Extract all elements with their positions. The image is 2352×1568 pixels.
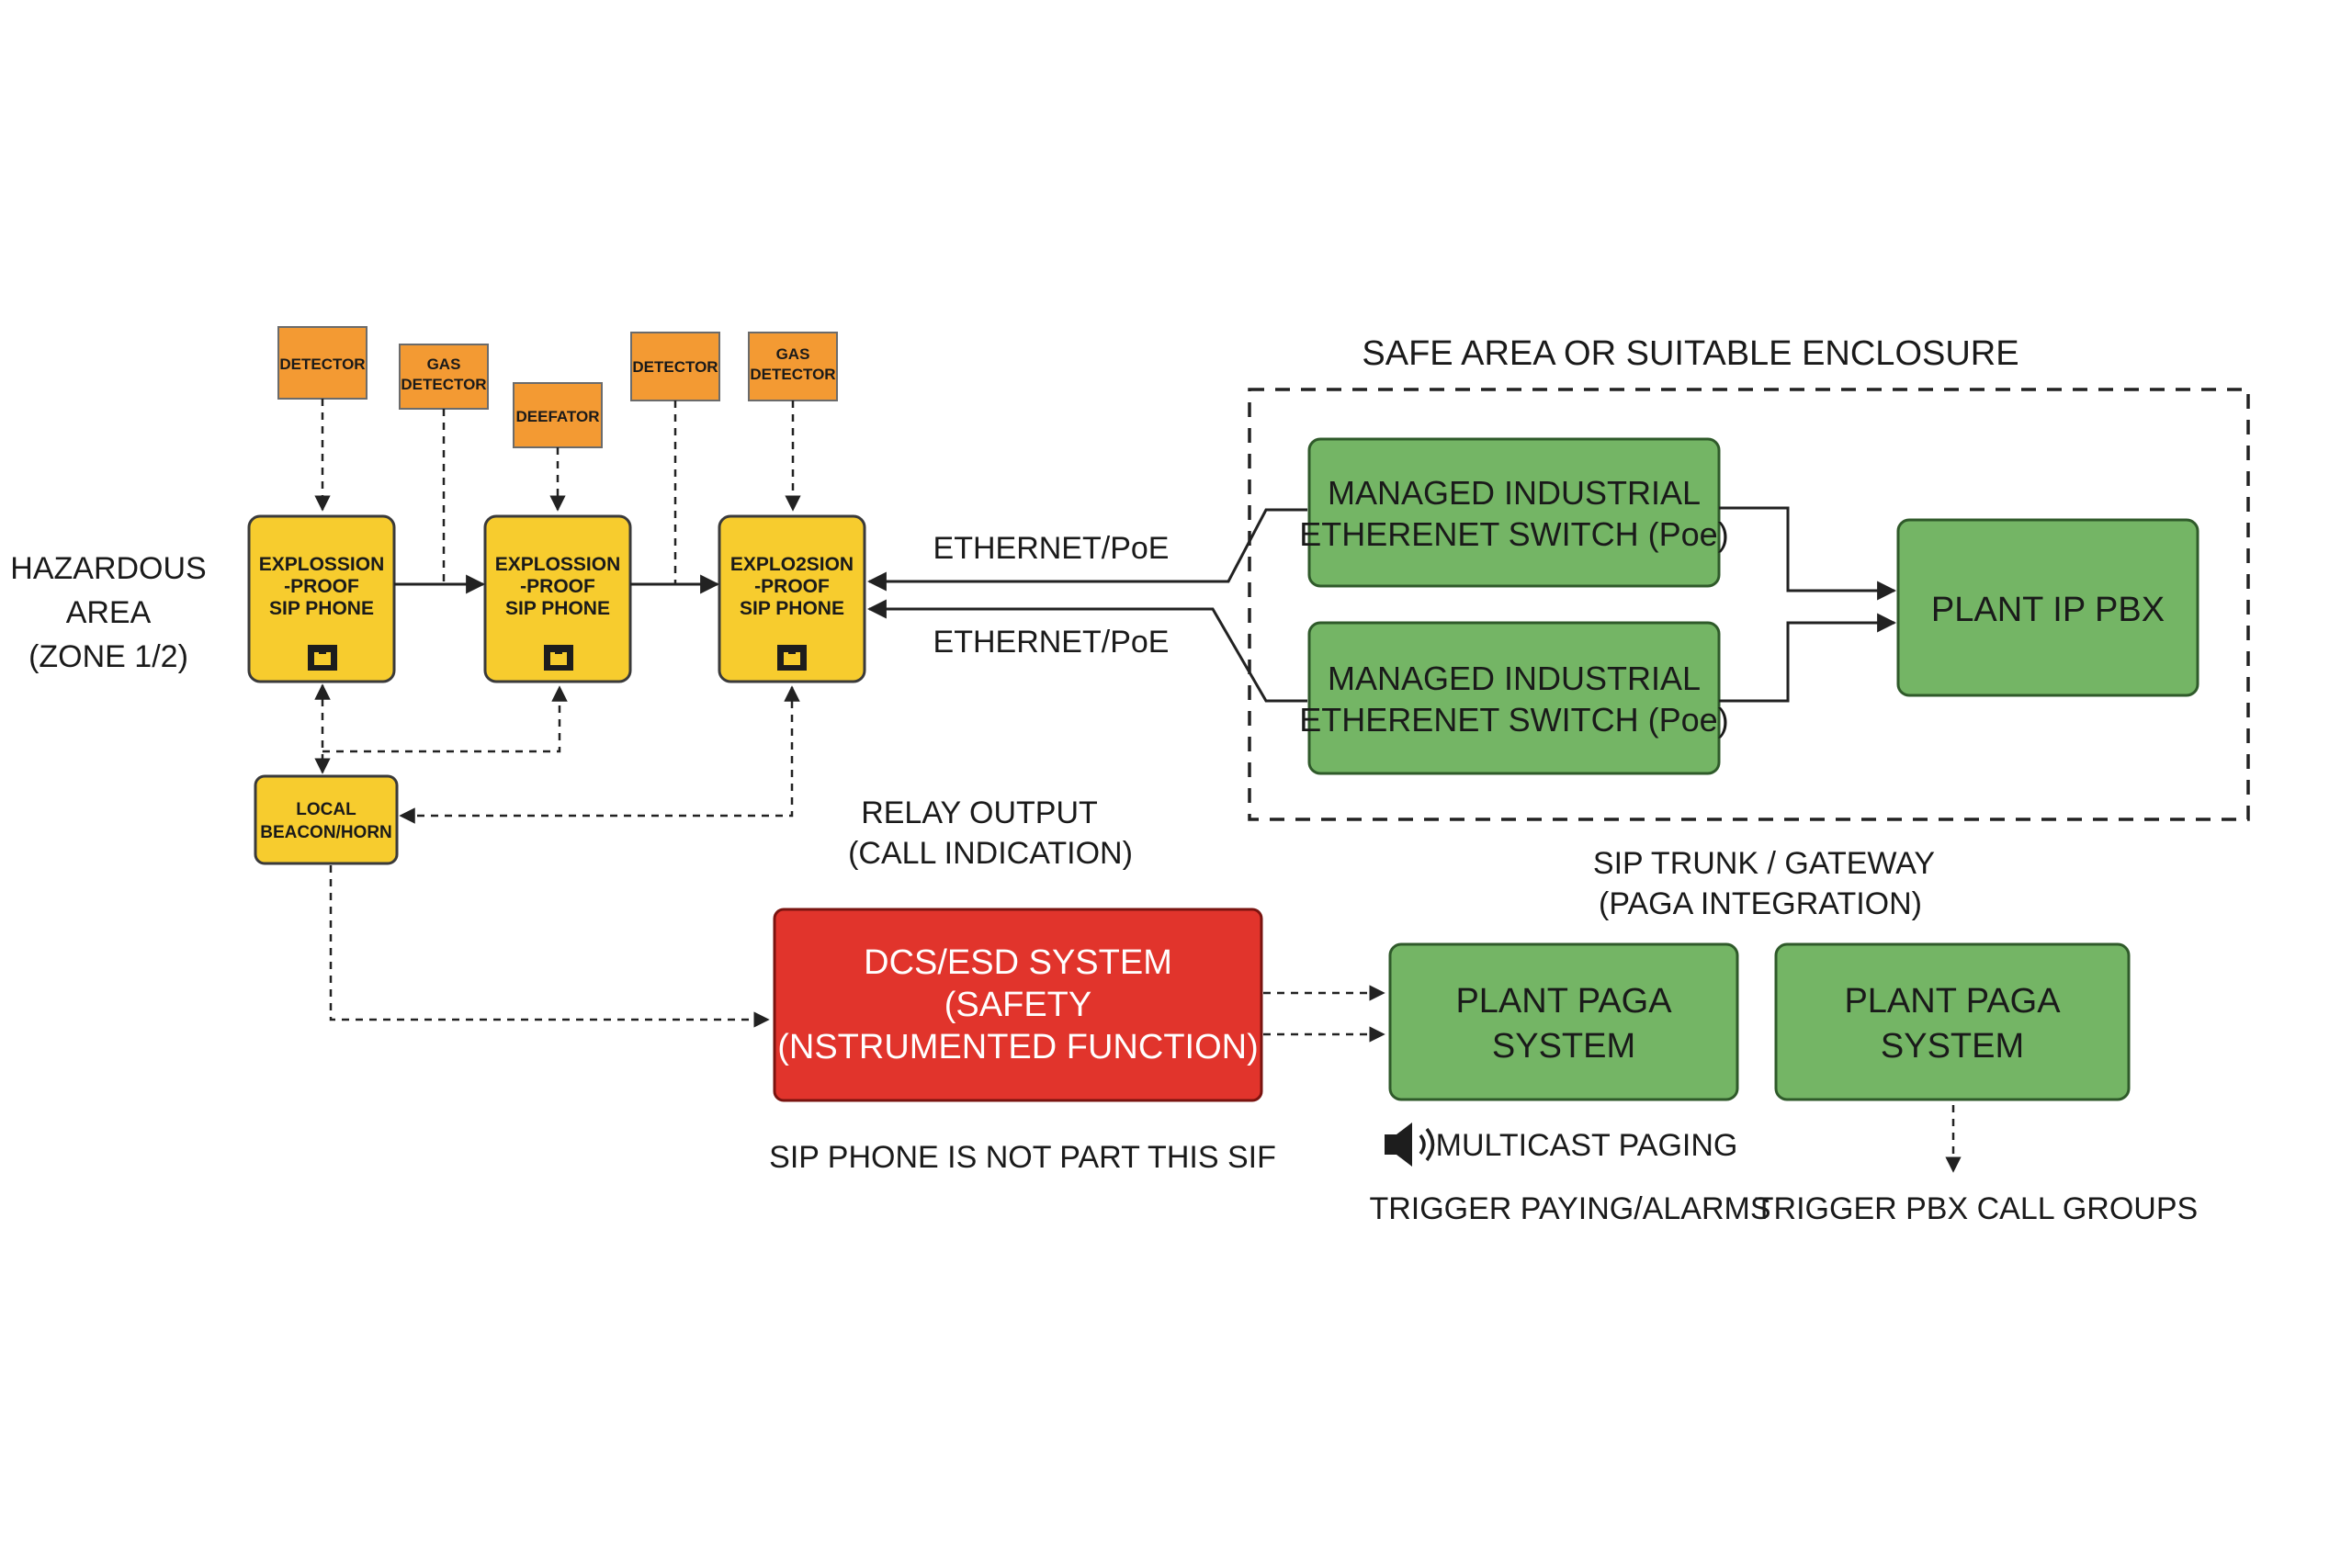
network-port-icon bbox=[544, 645, 573, 671]
switch2-pbx-link bbox=[1719, 613, 1897, 703]
beacon-line2: BEACON/HORN bbox=[260, 823, 392, 842]
hazardous-area-line2: AREA bbox=[66, 595, 152, 630]
paga-1-line2: SYSTEM bbox=[1492, 1027, 1635, 1066]
dcs-esd-system: DCS/ESD SYSTEM (SAFETY (NSTRUMENTED FUNC… bbox=[773, 908, 1263, 1102]
sip-trunk-line1: SIP TRUNK / GATEWAY bbox=[1593, 846, 1935, 881]
ethernet-label-top: ETHERNET/PoE bbox=[933, 531, 1170, 566]
relay-output-line1: RELAY OUTPUT bbox=[861, 795, 1098, 830]
sip-phone-1-line3: SIP PHONE bbox=[269, 598, 374, 619]
sip-phone-2: EXPLOSSION -PROOF SIP PHONE bbox=[483, 514, 632, 683]
relay-output-line2: (CALL INDICATION) bbox=[848, 836, 1133, 871]
paga-2-line2: SYSTEM bbox=[1881, 1027, 2024, 1066]
managed-switch-1: MANAGED INDUSTRIAL ETHERENET SWITCH (Poe… bbox=[1299, 437, 1729, 588]
network-port-icon bbox=[308, 645, 337, 671]
sif-note: SIP PHONE IS NOT PART THIS SIF bbox=[769, 1140, 1276, 1175]
sip-phone-3-line2: -PROOF bbox=[754, 576, 830, 597]
phone2-beacon-link bbox=[322, 685, 568, 753]
sip-phone-3: EXPLO2SION -PROOF SIP PHONE bbox=[718, 514, 866, 683]
detector-2: GAS DETECTOR bbox=[399, 344, 489, 410]
detector-2-label-1: GAS bbox=[427, 355, 461, 373]
dcs-line3: (NSTRUMENTED FUNCTION) bbox=[777, 1028, 1259, 1066]
switch-1-line1: MANAGED INDUSTRIAL bbox=[1328, 474, 1701, 512]
ethernet-link-bottom bbox=[866, 599, 1307, 703]
safe-area-enclosure bbox=[1248, 388, 2250, 821]
paga-2-line1: PLANT PAGA bbox=[1844, 982, 2061, 1021]
multicast-paging-label: MULTICAST PAGING bbox=[1436, 1128, 1738, 1163]
sip-phone-1-line2: -PROOF bbox=[284, 576, 359, 597]
phone3-beacon-link bbox=[399, 685, 800, 824]
sip-trunk-line2: (PAGA INTEGRATION) bbox=[1599, 886, 1922, 921]
detector-5-label-1: GAS bbox=[776, 345, 810, 363]
detector-2-label-2: DETECTOR bbox=[401, 376, 486, 393]
plant-ip-pbx: PLANT IP PBX bbox=[1896, 518, 2199, 697]
dcs-line2: (SAFETY bbox=[944, 986, 1091, 1024]
hazardous-area-line3: (ZONE 1/2) bbox=[28, 639, 188, 674]
paga-1-line1: PLANT PAGA bbox=[1455, 982, 1672, 1021]
detector-3: DEEFATOR bbox=[513, 382, 603, 448]
ethernet-link-top bbox=[866, 508, 1307, 592]
beacon-line1: LOCAL bbox=[296, 800, 356, 819]
sip-phone-2-line1: EXPLOSSION bbox=[495, 554, 621, 575]
hazardous-area-label: HAZARDOUS AREA (ZONE 1/2) bbox=[10, 551, 206, 674]
enclosure-title: SAFE AREA OR SUITABLE ENCLOSURE bbox=[1362, 334, 2018, 373]
hazardous-area-line1: HAZARDOUS bbox=[10, 551, 206, 586]
sip-phone-2-line2: -PROOF bbox=[520, 576, 595, 597]
beacon-dcs-link bbox=[329, 865, 770, 1028]
switch1-pbx-link bbox=[1719, 506, 1897, 601]
sip-phone-3-line3: SIP PHONE bbox=[740, 598, 844, 619]
sip-phone-2-line3: SIP PHONE bbox=[505, 598, 610, 619]
plant-paga-system-2: PLANT PAGA SYSTEM bbox=[1774, 942, 2131, 1101]
switch-1-line2: ETHERENET SWITCH (Poe) bbox=[1299, 515, 1728, 553]
ethernet-label-bottom: ETHERNET/PoE bbox=[933, 625, 1170, 660]
managed-switch-2: MANAGED INDUSTRIAL ETHERENET SWITCH (Poe… bbox=[1299, 621, 1729, 775]
trigger-pbx-call-groups: TRIGGER PBX CALL GROUPS bbox=[1755, 1191, 2198, 1226]
detector-3-label: DEEFATOR bbox=[516, 408, 600, 425]
trigger-paging-alarms: TRIGGER PAYING/ALARMS bbox=[1369, 1191, 1770, 1226]
detector-5-label-2: DETECTOR bbox=[750, 366, 835, 383]
detector-1-label: DETECTOR bbox=[279, 355, 365, 373]
detector-4-label: DETECTOR bbox=[632, 358, 718, 376]
switch-2-line2: ETHERENET SWITCH (Poe) bbox=[1299, 701, 1728, 739]
dcs-line1: DCS/ESD SYSTEM bbox=[864, 943, 1172, 982]
sip-phone-1: EXPLOSSION -PROOF SIP PHONE bbox=[247, 514, 396, 683]
switch-2-line1: MANAGED INDUSTRIAL bbox=[1328, 660, 1701, 697]
sip-phone-1-line1: EXPLOSSION bbox=[259, 554, 385, 575]
pbx-label: PLANT IP PBX bbox=[1931, 591, 2165, 629]
detector-1: DETECTOR bbox=[277, 326, 368, 400]
network-port-icon bbox=[777, 645, 807, 671]
detector-5: GAS DETECTOR bbox=[748, 332, 838, 401]
plant-paga-system-1: PLANT PAGA SYSTEM bbox=[1388, 942, 1739, 1101]
sip-phone-3-line1: EXPLO2SION bbox=[730, 554, 854, 575]
local-beacon-horn: LOCAL BEACON/HORN bbox=[254, 774, 399, 865]
detector-4: DETECTOR bbox=[630, 332, 720, 401]
speaker-icon bbox=[1385, 1122, 1435, 1167]
